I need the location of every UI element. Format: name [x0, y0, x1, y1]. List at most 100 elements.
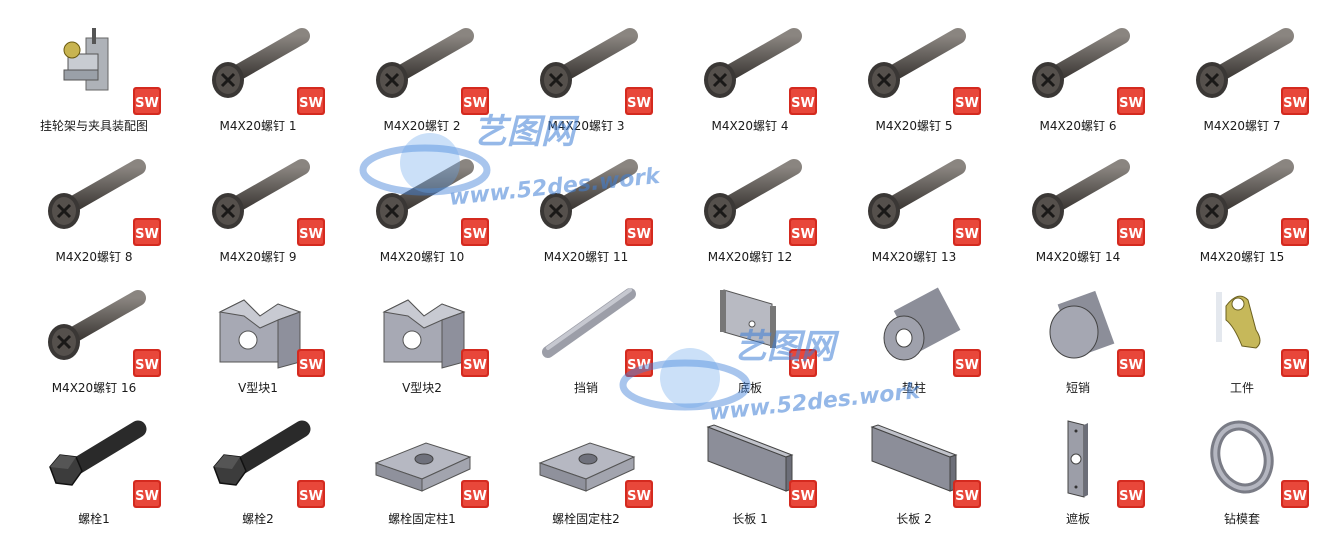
file-thumbnail: SW [858, 14, 981, 115]
long-plate-icon [870, 424, 958, 492]
file-item[interactable]: SW M4X20螺钉 8 [12, 139, 176, 270]
file-thumbnail: SW [366, 407, 489, 508]
svg-text:SW: SW [1283, 489, 1307, 504]
svg-text:SW: SW [135, 96, 159, 111]
file-item[interactable]: SW M4X20螺钉 14 [996, 139, 1160, 270]
file-item[interactable]: SW M4X20螺钉 9 [176, 139, 340, 270]
svg-text:SW: SW [463, 358, 487, 373]
svg-text:SW: SW [1119, 489, 1143, 504]
svg-text:SW: SW [299, 227, 323, 242]
file-thumbnail: SW [38, 276, 161, 377]
file-thumbnail: SW [858, 145, 981, 246]
file-item[interactable]: SW M4X20螺钉 6 [996, 8, 1160, 139]
bolt-icon [213, 420, 311, 486]
file-item[interactable]: SW 工件 [1160, 270, 1320, 401]
file-label: M4X20螺钉 2 [383, 119, 461, 133]
long-plate-icon [706, 424, 794, 492]
file-label: V型块2 [402, 381, 442, 395]
file-item[interactable]: SW 螺栓1 [12, 401, 176, 532]
file-item[interactable]: SW M4X20螺钉 13 [832, 139, 996, 270]
file-item[interactable]: SW 螺栓固定柱2 [504, 401, 668, 532]
screw-icon [1196, 28, 1294, 98]
screw-icon [704, 28, 802, 98]
screw-icon [48, 290, 146, 360]
solidworks-badge-icon: SW [1281, 87, 1309, 115]
file-item[interactable]: SW M4X20螺钉 7 [1160, 8, 1320, 139]
solidworks-badge-icon: SW [625, 349, 653, 377]
svg-text:SW: SW [1283, 227, 1307, 242]
svg-text:SW: SW [299, 489, 323, 504]
file-label: 螺栓1 [78, 512, 110, 526]
file-item[interactable]: SW M4X20螺钉 12 [668, 139, 832, 270]
file-thumbnail: SW [694, 145, 817, 246]
svg-text:SW: SW [627, 227, 651, 242]
file-thumbnail: SW [694, 407, 817, 508]
file-item[interactable]: SW M4X20螺钉 3 [504, 8, 668, 139]
file-label: M4X20螺钉 12 [707, 250, 793, 264]
svg-text:SW: SW [627, 96, 651, 111]
solidworks-badge-icon: SW [1117, 480, 1145, 508]
cover-plate-icon [1067, 420, 1088, 498]
file-item[interactable]: SW M4X20螺钉 15 [1160, 139, 1320, 270]
file-thumbnail: SW [1022, 276, 1145, 377]
file-item[interactable]: SW M4X20螺钉 2 [340, 8, 504, 139]
file-item[interactable]: SW 钻模套 [1160, 401, 1320, 532]
file-thumbnail: SW [858, 407, 981, 508]
svg-text:SW: SW [1283, 96, 1307, 111]
file-grid: SW 挂轮架与夹具装配图 SW M4X20螺钉 1 SW M4X20螺钉 2 [12, 8, 1320, 532]
file-item[interactable]: SW 垫柱 [832, 270, 996, 401]
file-item[interactable]: SW M4X20螺钉 5 [832, 8, 996, 139]
file-item[interactable]: SW V型块2 [340, 270, 504, 401]
svg-text:SW: SW [463, 96, 487, 111]
file-label: M4X20螺钉 16 [51, 381, 137, 395]
screw-icon [540, 28, 638, 98]
solidworks-badge-icon: SW [953, 218, 981, 246]
file-item[interactable]: SW 长板 1 [668, 401, 832, 532]
file-thumbnail: SW [530, 407, 653, 508]
solidworks-badge-icon: SW [953, 480, 981, 508]
file-label: 螺栓2 [242, 512, 274, 526]
file-thumbnail: SW [1186, 276, 1309, 377]
svg-text:SW: SW [1283, 358, 1307, 373]
drill-bushing-icon [1210, 420, 1274, 494]
svg-text:SW: SW [791, 489, 815, 504]
file-item[interactable]: SW 挡销 [504, 270, 668, 401]
file-thumbnail: SW [1022, 14, 1145, 115]
file-label: M4X20螺钉 4 [711, 119, 789, 133]
file-item[interactable]: SW M4X20螺钉 11 [504, 139, 668, 270]
svg-text:SW: SW [791, 358, 815, 373]
file-item[interactable]: SW 螺栓2 [176, 401, 340, 532]
file-item[interactable]: SW M4X20螺钉 16 [12, 270, 176, 401]
solidworks-badge-icon: SW [1117, 349, 1145, 377]
screw-icon [704, 159, 802, 229]
file-item[interactable]: SW 遮板 [996, 401, 1160, 532]
svg-text:SW: SW [463, 227, 487, 242]
file-item[interactable]: SW V型块1 [176, 270, 340, 401]
file-label: M4X20螺钉 13 [871, 250, 957, 264]
file-item[interactable]: SW M4X20螺钉 1 [176, 8, 340, 139]
file-label: 挂轮架与夹具装配图 [39, 119, 148, 133]
svg-text:SW: SW [299, 96, 323, 111]
file-item[interactable]: SW M4X20螺钉 4 [668, 8, 832, 139]
file-thumbnail: SW [1022, 145, 1145, 246]
file-item[interactable]: SW 短销 [996, 270, 1160, 401]
file-item[interactable]: SW 螺栓固定柱1 [340, 401, 504, 532]
solidworks-badge-icon: SW [133, 218, 161, 246]
solidworks-badge-icon: SW [789, 218, 817, 246]
svg-text:SW: SW [135, 227, 159, 242]
file-item[interactable]: SW M4X20螺钉 10 [340, 139, 504, 270]
short-pin-icon [1049, 290, 1115, 359]
solidworks-badge-icon: SW [1281, 349, 1309, 377]
file-label: 螺栓固定柱2 [552, 512, 620, 526]
file-thumbnail: SW [202, 14, 325, 115]
file-item[interactable]: SW 长板 2 [832, 401, 996, 532]
solidworks-badge-icon: SW [625, 218, 653, 246]
file-label: 短销 [1065, 381, 1090, 395]
file-item[interactable]: SW 底板 [668, 270, 832, 401]
file-thumbnail: SW [1186, 145, 1309, 246]
file-thumbnail: SW [366, 14, 489, 115]
spacer-cylinder-icon [883, 287, 961, 361]
svg-text:SW: SW [955, 358, 979, 373]
workpiece-icon [1216, 292, 1261, 349]
file-item[interactable]: SW 挂轮架与夹具装配图 [12, 8, 176, 139]
